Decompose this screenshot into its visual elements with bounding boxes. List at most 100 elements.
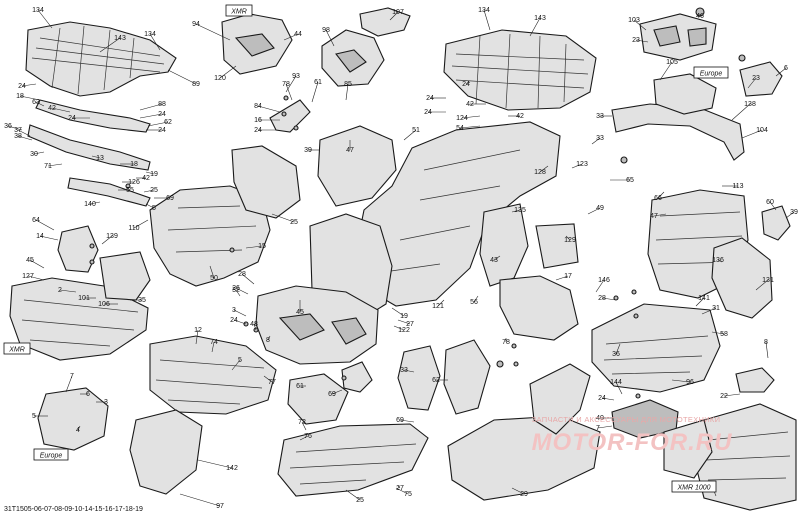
callout-number-135[interactable]: 135 xyxy=(514,207,526,214)
callout-number-51[interactable]: 51 xyxy=(412,127,420,134)
callout-number-19[interactable]: 19 xyxy=(400,313,408,320)
europe-plate-bracket[interactable] xyxy=(739,61,783,97)
callout-number-33[interactable]: 33 xyxy=(596,113,604,120)
callout-number-2[interactable]: 2 xyxy=(58,287,62,294)
side-panel-right-inner[interactable] xyxy=(535,223,579,269)
steering-cover[interactable] xyxy=(269,99,311,133)
callout-number-5[interactable]: 5 xyxy=(152,205,156,212)
callout-number-106[interactable]: 106 xyxy=(98,301,110,308)
callout-number-8[interactable]: 8 xyxy=(266,337,270,344)
callout-number-45[interactable]: 45 xyxy=(26,257,34,264)
callout-number-38[interactable]: 38 xyxy=(14,133,22,140)
tail-light-lens-set[interactable] xyxy=(653,73,717,115)
callout-number-15[interactable]: 15 xyxy=(258,243,266,250)
callout-number-25[interactable]: 25 xyxy=(356,497,364,504)
front-rack-bracket[interactable] xyxy=(35,99,151,133)
callout-number-64[interactable]: 64 xyxy=(32,217,40,224)
callout-number-69[interactable]: 69 xyxy=(328,391,336,398)
callout-number-103[interactable]: 103 xyxy=(628,17,640,24)
callout-number-7[interactable]: 7 xyxy=(70,373,74,380)
callout-number-14[interactable]: 14 xyxy=(36,233,44,240)
callout-number-39[interactable]: 39 xyxy=(304,147,312,154)
callout-number-17[interactable]: 17 xyxy=(564,273,572,280)
callout-number-143[interactable]: 143 xyxy=(534,15,546,22)
callout-number-94[interactable]: 94 xyxy=(192,21,200,28)
callout-number-42[interactable]: 42 xyxy=(466,101,474,108)
footrest-right[interactable] xyxy=(591,303,721,393)
front-center-skid[interactable] xyxy=(287,373,349,425)
callout-number-77[interactable]: 77 xyxy=(268,379,276,386)
callout-number-24[interactable]: 24 xyxy=(158,127,166,134)
callout-number-33[interactable]: 33 xyxy=(596,135,604,142)
inner-fender-panel[interactable] xyxy=(397,345,441,411)
callout-number-7[interactable]: 7 xyxy=(596,425,600,432)
callout-number-27[interactable]: 27 xyxy=(406,321,414,328)
callout-number-74[interactable]: 74 xyxy=(210,339,218,346)
callout-number-58[interactable]: 58 xyxy=(720,331,728,338)
callout-number-71[interactable]: 71 xyxy=(44,163,52,170)
side-panel-lower[interactable] xyxy=(499,275,579,341)
callout-number-18[interactable]: 18 xyxy=(130,161,138,168)
fender-extension[interactable] xyxy=(529,363,591,435)
callout-number-56[interactable]: 56 xyxy=(470,299,478,306)
splash-guard[interactable] xyxy=(443,339,491,415)
bumper-guard-side[interactable] xyxy=(99,251,151,301)
callout-number-134[interactable]: 134 xyxy=(32,7,44,14)
callout-number-69[interactable]: 69 xyxy=(396,417,404,424)
callout-number-75[interactable]: 75 xyxy=(404,491,412,498)
callout-number-110[interactable]: 110 xyxy=(128,225,139,232)
callout-number-24[interactable]: 24 xyxy=(230,317,238,324)
front-fascia-bar[interactable] xyxy=(27,124,151,171)
callout-number-3[interactable]: 3 xyxy=(104,399,108,406)
callout-number-61[interactable]: 61 xyxy=(296,383,304,390)
callout-number-24[interactable]: 24 xyxy=(254,127,262,134)
rear-rack[interactable] xyxy=(443,29,597,111)
front-grille-assembly[interactable] xyxy=(255,285,379,365)
callout-number-61[interactable]: 61 xyxy=(314,79,322,86)
callout-number-25[interactable]: 25 xyxy=(150,187,158,194)
callout-number-12[interactable]: 12 xyxy=(194,327,202,334)
callout-number-60[interactable]: 60 xyxy=(766,199,774,206)
rear-light-cluster[interactable] xyxy=(639,13,717,61)
callout-number-124[interactable]: 124 xyxy=(456,115,468,122)
callout-number-122[interactable]: 122 xyxy=(398,327,410,334)
callout-number-3[interactable]: 3 xyxy=(232,307,236,314)
callout-number-55[interactable]: 55 xyxy=(126,187,134,194)
side-panel-left-inner[interactable] xyxy=(479,203,529,287)
callout-number-142[interactable]: 142 xyxy=(226,465,238,472)
callout-number-63[interactable]: 63 xyxy=(32,99,40,106)
callout-number-32[interactable]: 32 xyxy=(232,287,240,294)
callout-number-42[interactable]: 42 xyxy=(516,113,524,120)
callout-number-4[interactable]: 4 xyxy=(76,427,80,434)
callout-number-50[interactable]: 50 xyxy=(210,275,218,282)
callout-number-120[interactable]: 120 xyxy=(214,75,226,82)
callout-number-123[interactable]: 123 xyxy=(576,161,588,168)
callout-number-62[interactable]: 62 xyxy=(164,119,172,126)
callout-number-5[interactable]: 5 xyxy=(238,357,242,364)
headlight-housing-top[interactable] xyxy=(221,13,293,75)
callout-number-89[interactable]: 89 xyxy=(192,81,200,88)
callout-number-72[interactable]: 72 xyxy=(298,419,306,426)
callout-number-144[interactable]: 144 xyxy=(610,379,622,386)
callout-number-24[interactable]: 24 xyxy=(426,95,434,102)
callout-number-24[interactable]: 24 xyxy=(158,111,166,118)
callout-number-23[interactable]: 23 xyxy=(752,75,760,82)
xmr-skid-plate-rear[interactable] xyxy=(663,419,713,479)
callout-number-6[interactable]: 6 xyxy=(86,391,90,398)
callout-number-140[interactable]: 140 xyxy=(84,201,96,208)
callout-number-40[interactable]: 40 xyxy=(596,415,604,422)
callout-number-98[interactable]: 98 xyxy=(322,27,330,34)
callout-number-136[interactable]: 136 xyxy=(712,257,724,264)
callout-number-93[interactable]: 93 xyxy=(292,73,300,80)
callout-number-84[interactable]: 84 xyxy=(254,103,262,110)
side-console-right[interactable] xyxy=(317,125,397,207)
callout-number-49[interactable]: 49 xyxy=(596,205,604,212)
callout-number-23[interactable]: 23 xyxy=(632,37,640,44)
mud-guard-rear[interactable] xyxy=(761,205,791,241)
callout-number-24[interactable]: 24 xyxy=(462,81,470,88)
callout-number-54[interactable]: 54 xyxy=(456,125,464,132)
callout-number-146[interactable]: 146 xyxy=(598,277,610,284)
callout-number-28[interactable]: 28 xyxy=(238,271,246,278)
callout-number-18[interactable]: 18 xyxy=(16,93,24,100)
front-hood[interactable] xyxy=(149,185,271,287)
